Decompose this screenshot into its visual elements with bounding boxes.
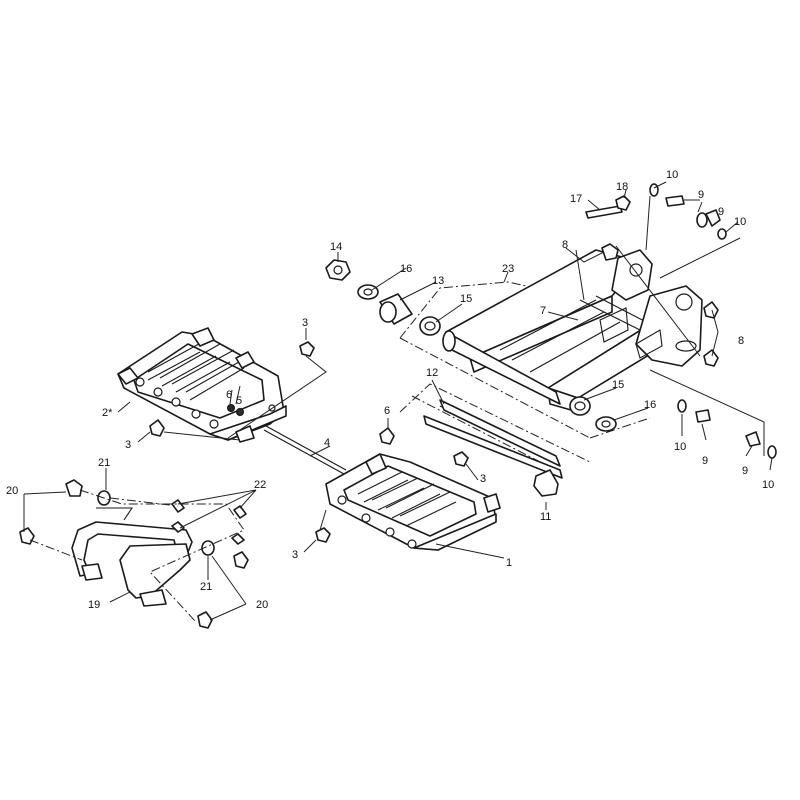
callout-16: 16 xyxy=(400,263,412,275)
callout-3: 3 xyxy=(125,439,131,451)
callout-19: 19 xyxy=(88,599,100,611)
guard-hardware xyxy=(19,479,249,629)
callout-10: 10 xyxy=(762,479,774,491)
callout-21: 21 xyxy=(98,457,110,469)
callout-9: 9 xyxy=(698,189,704,201)
callout-10: 10 xyxy=(674,441,686,453)
callout-8: 8 xyxy=(562,239,568,251)
callout-9: 9 xyxy=(718,206,724,218)
callout-8: 8 xyxy=(738,335,744,347)
swing-arm-hardware xyxy=(325,183,777,459)
callout-17: 17 xyxy=(570,193,582,205)
callout-13: 13 xyxy=(432,275,444,287)
callout-3: 3 xyxy=(302,317,308,329)
callout-3: 3 xyxy=(480,473,486,485)
callout-labels: 1 2* 3 3 3 3 4 5 6 6 7 8 8 9 9 9 9 10 10… xyxy=(6,169,774,611)
callout-20: 20 xyxy=(256,599,268,611)
callout-1: 1 xyxy=(506,557,512,569)
callout-23: 23 xyxy=(502,263,514,275)
callout-10: 10 xyxy=(666,169,678,181)
callout-18: 18 xyxy=(616,181,628,193)
frame-left-hardware xyxy=(149,341,327,441)
footrest-frame-right xyxy=(325,453,501,551)
callout-5: 5 xyxy=(236,395,242,407)
callout-10: 10 xyxy=(734,216,746,228)
callout-14: 14 xyxy=(330,241,342,253)
callout-20: 20 xyxy=(6,485,18,497)
callout-6: 6 xyxy=(226,389,232,401)
callout-6: 6 xyxy=(384,405,390,417)
rod xyxy=(263,425,347,475)
callout-11: 11 xyxy=(540,511,551,523)
pivot-shaft xyxy=(399,383,591,497)
callout-9: 9 xyxy=(742,465,748,477)
callout-4: 4 xyxy=(324,437,330,449)
callout-leaders xyxy=(105,181,773,603)
callout-7: 7 xyxy=(540,305,546,317)
callout-21: 21 xyxy=(200,581,212,593)
footrest-frame-left xyxy=(117,327,287,443)
callout-15: 15 xyxy=(460,293,472,305)
callout-16: 16 xyxy=(644,399,656,411)
callout-12: 12 xyxy=(426,367,438,379)
callout-3: 3 xyxy=(292,549,298,561)
callout-2: 2* xyxy=(102,407,113,419)
frame-right-hardware xyxy=(315,427,505,559)
callout-22: 22 xyxy=(254,479,266,491)
callout-15: 15 xyxy=(612,379,624,391)
guard-bracket xyxy=(71,507,193,607)
callout-9: 9 xyxy=(702,455,708,467)
